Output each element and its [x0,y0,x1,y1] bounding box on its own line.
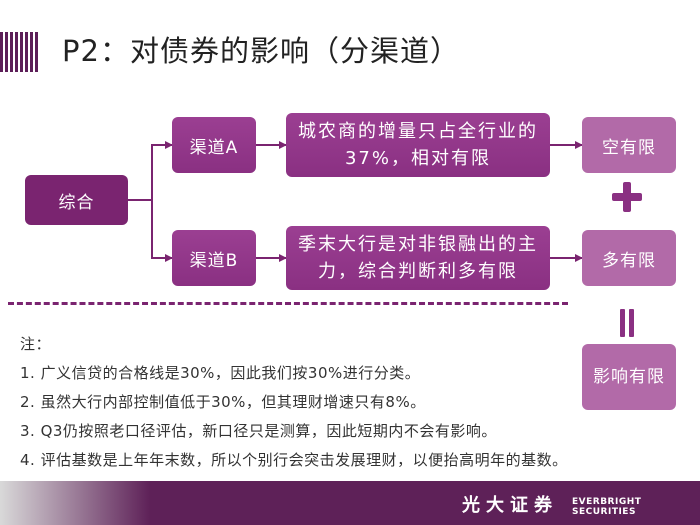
conclusion-node: 影响有限 [582,344,676,410]
notes-heading: 注： [20,335,52,353]
channel-b-detail: 季末大行是对非银融出的主力，综合判断利多有限 [286,226,550,290]
note-item: 3. Q3仍按照老口径评估，新口径只是测算，因此短期内不会有影响。 [20,422,497,440]
notes-section: 注： 1. 广义信贷的合格线是30%，因此我们按30%进行分类。 2. 虽然大行… [20,330,568,475]
note-item: 2. 虽然大行内部控制值低于30%，但其理财增速只有8%。 [20,393,426,411]
root-node: 综合 [25,175,128,225]
note-item: 1. 广义信贷的合格线是30%，因此我们按30%进行分类。 [20,364,421,382]
channel-b-result: 多有限 [582,230,676,286]
arrow-root-to-channel-b [151,200,173,262]
footer-fade [0,481,150,525]
page-title: P2：对债券的影响（分渠道） [62,34,460,68]
channel-b-node: 渠道B [172,230,256,286]
equals-icon [620,309,634,337]
note-item: 4. 评估基数是上年年末数，所以个别行会突击发展理财，以便抬高明年的基数。 [20,451,568,469]
arrow-root-to-channel-a [128,141,173,201]
brand-name-en: EVERBRIGHT SECURITIES [572,497,642,517]
plus-icon [612,182,642,212]
channel-a-result: 空有限 [582,117,676,173]
channel-a-node: 渠道A [172,117,256,173]
brand-name-cn: 光大证券 [462,495,558,516]
channel-a-detail: 城农商的增量只占全行业的37%，相对有限 [286,113,550,177]
logo-stripe-decoration [0,32,40,72]
dashed-divider [8,302,568,305]
